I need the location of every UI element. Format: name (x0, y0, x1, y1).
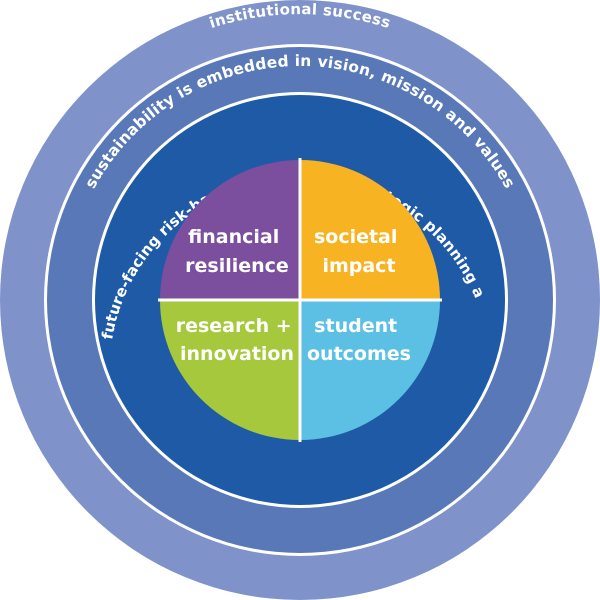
quadrant-student (300, 300, 440, 440)
research-label: research + innovation (176, 315, 299, 365)
societal-label: societal impact (314, 226, 404, 277)
societal-label-line1: societal (314, 226, 397, 248)
student-label-line1: student (314, 315, 397, 337)
financial-label-line2: resilience (185, 255, 289, 277)
research-label-line1: research + (176, 315, 292, 337)
student-label-line2: outcomes (307, 343, 411, 365)
quadrant-financial (160, 160, 300, 300)
quadrant-group (158, 158, 442, 442)
financial-label-line1: financial (188, 226, 279, 248)
societal-label-line2: impact (322, 255, 395, 277)
research-label-line2: innovation (180, 343, 294, 365)
quadrant-societal (300, 160, 440, 300)
quadrant-research (160, 300, 300, 440)
student-label: student outcomes (307, 315, 411, 365)
financial-label: financial resilience (185, 226, 289, 277)
